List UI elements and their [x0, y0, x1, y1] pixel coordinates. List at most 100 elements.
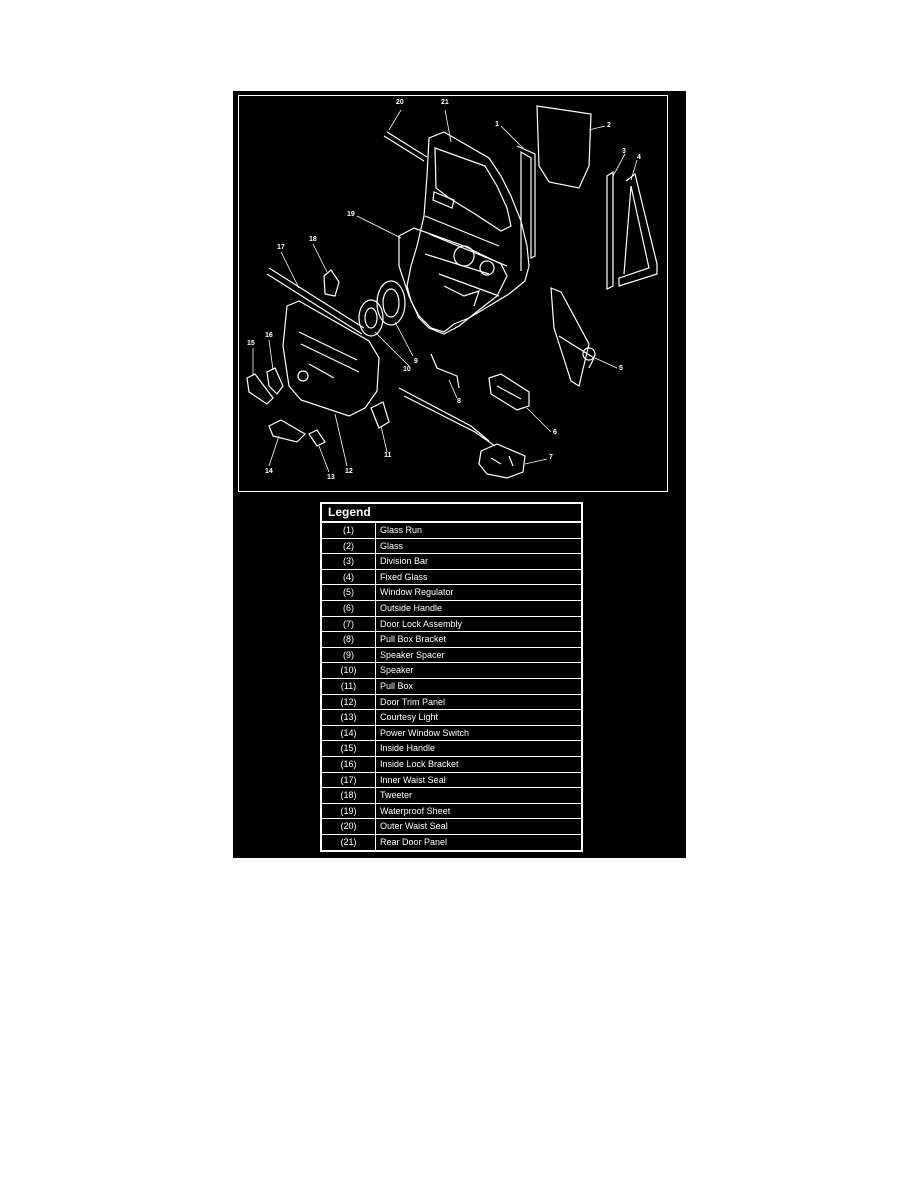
legend-item-name: Speaker Spacer	[380, 649, 445, 660]
legend-row: (14)Power Window Switch	[322, 725, 581, 742]
legend-item-number: (21)	[322, 834, 376, 851]
callout-3: 3	[622, 148, 626, 155]
callout-10: 10	[403, 366, 411, 373]
legend-row: (12) Door Trim Panel	[322, 694, 581, 711]
legend-row: (11) Pull Box	[322, 678, 581, 695]
legend-row: (6) Outside Handle	[322, 600, 581, 617]
window-regulator-drawing	[550, 287, 595, 387]
legend-item-number: (3)	[322, 554, 376, 569]
legend-item-number: (18)	[322, 788, 376, 803]
legend-item-name: Inside Handle	[380, 743, 436, 754]
legend-item-name: Pull Box	[380, 680, 414, 691]
callout-14: 14	[265, 468, 273, 475]
legend-item-number: (7)	[322, 616, 376, 632]
lock-rod	[398, 387, 496, 447]
legend-item-number: (17)	[322, 772, 376, 788]
leader-lines	[252, 109, 638, 473]
callout-1: 1	[495, 121, 499, 128]
glass-drawing	[536, 105, 592, 189]
callout-13: 13	[327, 474, 335, 481]
legend-row: (13)Courtesy Light	[322, 710, 581, 726]
legend-row: (4) Fixed Glass	[322, 569, 581, 586]
speaker-spacer-drawing	[376, 280, 406, 326]
fixed-glass-drawing	[618, 172, 658, 287]
legend-item-number: (4)	[322, 569, 376, 585]
inner-waist-seal-drawing	[266, 267, 365, 335]
legend-row: (20) Outer Waist Seal	[322, 819, 581, 835]
callout-16: 16	[265, 332, 273, 339]
legend-item-number: (6)	[322, 600, 376, 616]
inside-handle-drawing	[246, 373, 274, 405]
legend-row: (5) Window Regulator	[322, 585, 581, 601]
division-bar-drawing	[606, 170, 614, 290]
legend-item-number: (19)	[322, 803, 376, 819]
legend-row: (15) Inside Handle	[322, 741, 581, 757]
callout-19: 19	[347, 211, 355, 218]
legend-item-number: (20)	[322, 819, 376, 834]
legend-item-name: Rear Door Panel	[380, 836, 448, 847]
callout-11: 11	[384, 452, 392, 459]
callout-8: 8	[457, 398, 461, 405]
legend-rows: (1) Glass Run (2) Glass (3) Division Bar (4) Fi…	[322, 523, 581, 851]
door-trim-panel-drawing	[282, 300, 380, 417]
legend-item-name: Pull Box Bracket	[380, 634, 447, 645]
callout-18: 18	[309, 236, 317, 243]
legend-table: Legend (1) Glass Run (2) Glass (3) Division B…	[320, 502, 583, 853]
legend-row: (2) Glass	[322, 538, 581, 555]
legend-item-name: Speaker	[380, 665, 414, 676]
legend-item-name: Outer Waist Seal	[380, 821, 448, 832]
exploded-door-diagram: 20 21 1 2 3 4 5 6 7 8 9 10 11 12 13 14 1…	[233, 91, 686, 858]
callout-21: 21	[441, 99, 449, 106]
legend-row: (8) Pull Box Bracket	[322, 632, 581, 648]
legend-item-name: Division Bar	[380, 556, 429, 567]
legend-item-number: (16)	[322, 756, 376, 772]
legend-item-name: Fixed Glass	[380, 571, 428, 582]
legend-item-number: (2)	[322, 538, 376, 554]
legend-item-name: Inner Waist Seal	[380, 774, 446, 785]
legend-item-name: Waterproof Sheet	[380, 805, 451, 816]
pull-box-drawing	[370, 401, 390, 429]
legend-item-name: Window Regulator	[380, 587, 454, 598]
callout-7: 7	[549, 454, 553, 461]
legend-item-number: (1)	[322, 523, 376, 538]
legend-item-number: (15)	[322, 741, 376, 756]
legend-item-number: (12)	[322, 694, 376, 710]
legend-item-name: Door Trim Panel	[380, 696, 446, 707]
callout-17: 17	[277, 244, 285, 251]
legend-item-number: (14)	[322, 725, 376, 741]
callout-12: 12	[345, 468, 353, 475]
legend-row: (3) Division Bar	[322, 554, 581, 570]
door-lock-assembly-drawing	[478, 443, 526, 479]
callout-6: 6	[553, 429, 557, 436]
tweeter-drawing	[323, 269, 340, 297]
outside-handle-drawing	[488, 373, 530, 411]
legend-item-name: Glass	[380, 540, 404, 551]
legend-row: (19) Waterproof Sheet	[322, 803, 581, 820]
legend-row: (7) Door Lock Assembly	[322, 616, 581, 633]
legend-item-name: Outside Handle	[380, 602, 443, 613]
pull-box-bracket-drawing	[430, 353, 460, 389]
legend-row: (1) Glass Run	[322, 523, 581, 539]
legend-item-name: Glass Run	[380, 525, 423, 535]
waterproof-sheet-drawing	[398, 227, 508, 335]
legend-row: (17) Inner Waist Seal	[322, 772, 581, 789]
glass-run-drawing	[516, 145, 536, 271]
legend-item-name: Door Lock Assembly	[380, 618, 463, 629]
door-components-illustration	[246, 105, 658, 479]
callout-2: 2	[607, 122, 611, 129]
legend-row: (18) Tweeter	[322, 788, 581, 804]
legend-item-number: (9)	[322, 647, 376, 663]
callout-9: 9	[414, 358, 418, 365]
inside-lock-bracket-drawing	[266, 367, 284, 395]
callout-4: 4	[637, 154, 641, 161]
callout-20: 20	[396, 99, 404, 106]
speaker-drawing	[358, 299, 384, 337]
callout-15: 15	[247, 340, 255, 347]
legend-title: Legend	[322, 504, 581, 523]
legend-item-number: (11)	[322, 678, 376, 694]
legend-item-number: (13)	[322, 710, 376, 725]
power-window-switch-drawing	[268, 419, 306, 443]
legend-item-name: Tweeter	[380, 790, 413, 801]
legend-item-number: (5)	[322, 585, 376, 600]
legend-item-number: (8)	[322, 632, 376, 647]
